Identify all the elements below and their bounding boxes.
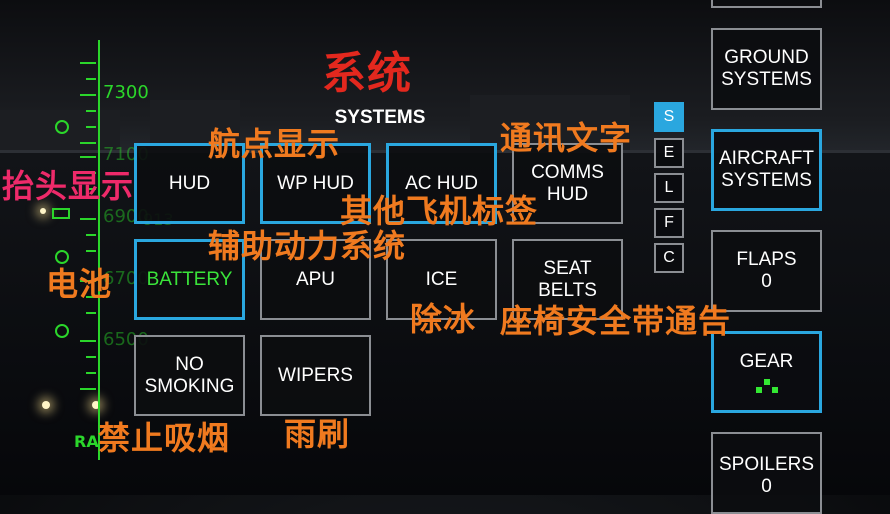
panel-title: SYSTEMS [334,107,426,128]
tape-tick [80,94,96,96]
apu-toggle-button[interactable]: APU [260,239,371,320]
tape-tick [80,340,96,342]
seat-belts-toggle-button[interactable]: SEAT BELTS [512,239,623,320]
tape-tick [86,172,96,174]
gear-button[interactable]: GEAR [711,331,822,413]
wp-hud-toggle-button[interactable]: WP HUD [260,143,371,224]
runway-light [92,401,100,409]
hud-marker-circle-icon [55,324,69,338]
annotation-wipers: 雨刷 [284,415,351,453]
runway-light [42,401,50,409]
hud-toggle-button[interactable]: HUD [134,143,245,224]
annotation-wp-hud: 航点显示 [208,125,341,163]
tile-label: NO SMOKING [144,353,235,397]
tape-tick [86,372,96,374]
radio-altimeter-label: RA [74,432,99,451]
battery-toggle-button[interactable]: BATTERY [134,239,245,320]
spoilers-button[interactable]: SPOILERS 0 [711,432,822,514]
tab-engines[interactable]: E [654,138,684,168]
ice-toggle-button[interactable]: ICE [386,239,497,320]
tile-label: ICE [425,268,458,290]
tape-tick [80,156,96,158]
spoilers-label: SPOILERS [718,454,815,475]
tape-tick [86,110,96,112]
city-silhouette [470,95,630,150]
annotation-hud: 抬头显示 [2,167,135,205]
comms-hud-toggle-button[interactable]: COMMS HUD [512,143,623,224]
tile-label: COMMS HUD [531,161,604,205]
tab-lights[interactable]: L [654,173,684,203]
gear-down-indicator-icon [754,378,780,393]
hud-marker-circle-icon [55,120,69,134]
tile-label: SEAT BELTS [538,257,597,301]
tape-tick [86,126,96,128]
tile-label: BATTERY [146,268,233,290]
offscreen-button[interactable] [711,0,822,8]
button-label: AIRCRAFT SYSTEMS [719,148,814,191]
tab-systems[interactable]: S [654,102,684,132]
annotation-ac-hud: 其他飞机标签 [340,192,539,230]
altitude-label: 7300 [103,82,149,103]
annotation-battery: 电池 [46,265,113,303]
flaps-label: FLAPS [736,249,797,271]
tape-tick [80,388,96,390]
annotation-apu: 辅助动力系统 [208,227,407,265]
ac-hud-toggle-button[interactable]: AC HUD [386,143,497,224]
tape-tick [86,234,96,236]
city-silhouette [150,100,240,150]
altitude-bug-icon [52,208,70,219]
flaps-button[interactable]: FLAPS 0 [711,230,822,312]
tape-tick [86,250,96,252]
tile-label: AC HUD [405,172,478,194]
tile-label: APU [295,268,336,290]
tile-label: WIPERS [278,364,353,386]
tape-tick [86,312,96,314]
tile-label: HUD [168,172,211,194]
tape-tick [86,356,96,358]
tape-tick [80,62,96,64]
tab-c[interactable]: C [654,243,684,273]
wipers-toggle-button[interactable]: WIPERS [260,335,371,416]
tape-tick [86,296,96,298]
aircraft-systems-button[interactable]: AIRCRAFT SYSTEMS [711,129,822,211]
button-label: GROUND SYSTEMS [721,47,812,90]
tab-fuel[interactable]: F [654,208,684,238]
annotation-ice: 除冰 [410,300,477,338]
spoilers-value: 0 [761,475,772,497]
tape-tick [86,78,96,80]
flaps-value: 0 [761,271,772,292]
annotation-no-smoking: 禁止吸烟 [98,419,231,457]
tile-label: WP HUD [277,172,354,194]
no-smoking-toggle-button[interactable]: NO SMOKING [134,335,245,416]
ground-systems-button[interactable]: GROUND SYSTEMS [711,28,822,110]
hud-marker-circle-icon [55,250,69,264]
tape-tick [86,188,96,190]
annotation-comms-hud: 通讯文字 [500,119,633,157]
runway-light [40,208,46,214]
annotation-systems: 系统 [322,48,412,99]
altitude-tape-line [98,40,100,460]
tape-tick [80,142,96,144]
annotation-seat-belts: 座椅安全带通告 [500,302,732,340]
tape-tick [80,280,96,282]
gear-label: GEAR [739,351,794,373]
tape-tick [80,218,96,220]
